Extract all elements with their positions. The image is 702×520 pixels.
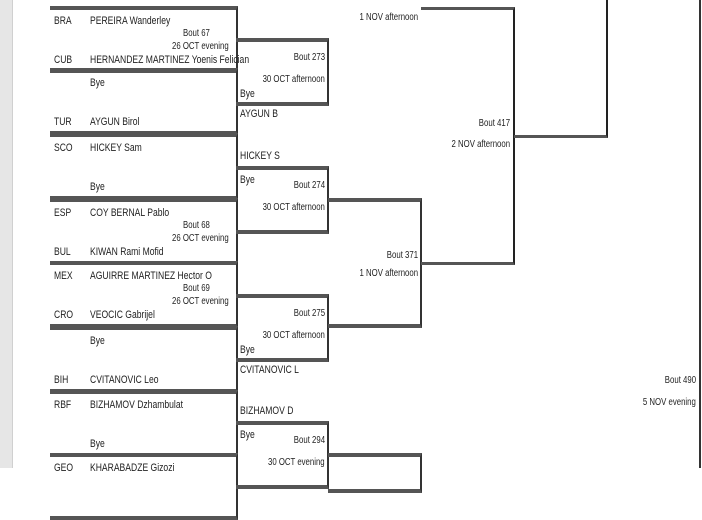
competitor-name: Bye (90, 335, 105, 347)
round3-match (328, 198, 422, 328)
competitor-name: Bye (90, 438, 105, 450)
bout-number: Bout 274 (293, 180, 325, 191)
competitor-nation: CRO (54, 309, 74, 321)
bout-number: Bout 69 (183, 283, 210, 294)
bout-number: Bout 67 (183, 28, 210, 39)
bout-time: 30 OCT afternoon (262, 202, 325, 213)
competitor-nation: RBF (54, 399, 72, 411)
competitor-nation: ESP (54, 207, 72, 219)
bye-label: Bye (240, 344, 255, 356)
bout-time: 26 OCT evening (172, 233, 229, 244)
competitor-name: PEREIRA Wanderley (90, 15, 171, 27)
bout-number: Bout 294 (293, 435, 325, 446)
bout-time: 30 OCT evening (268, 457, 325, 468)
competitor-nation: CUB (54, 54, 73, 66)
bout-number: Bout 68 (183, 220, 210, 231)
competitor-name: Bye (90, 77, 105, 89)
competitor-name: HERNANDEZ MARTINEZ Yoenis Felician (90, 54, 250, 66)
round4-match (421, 7, 515, 265)
competitor-nation: BUL (54, 246, 71, 258)
competitor-nation: BIH (54, 374, 69, 386)
competitor-nation: BRA (54, 15, 72, 27)
semifinal-connector (514, 0, 608, 138)
bout-time: 2 NOV afternoon (451, 139, 510, 150)
bye-label: Bye (240, 88, 255, 100)
bout-time: 5 NOV evening (643, 397, 696, 408)
round3-match (328, 453, 422, 493)
advancing-competitor: AYGUN B (240, 108, 278, 120)
bout-time: 30 OCT afternoon (262, 74, 325, 85)
competitor-name: AYGUN Birol (90, 116, 140, 128)
bout-number: Bout 417 (478, 118, 510, 129)
bout-number: Bout 371 (386, 250, 418, 261)
competitor-name: BIZHAMOV Dzhambulat (90, 399, 183, 411)
round1-match (50, 68, 238, 135)
bout-number: Bout 275 (293, 308, 325, 319)
competitor-name: CVITANOVIC Leo (90, 374, 159, 386)
round2-match (236, 38, 329, 106)
final-connector (699, 0, 701, 468)
advancing-competitor: CVITANOVIC L (240, 364, 299, 376)
bout-time: 1 NOV afternoon (359, 268, 418, 279)
bout-number: Bout 273 (293, 52, 325, 63)
competitor-nation: GEO (54, 462, 74, 474)
bout-time: 26 OCT evening (172, 296, 229, 307)
competitor-name: KHARABADZE Gizozi (90, 462, 175, 474)
competitor-name: HICKEY Sam (90, 142, 142, 154)
bye-label: Bye (240, 429, 255, 441)
bout-number: Bout 490 (664, 375, 696, 386)
advancing-competitor: BIZHAMOV D (240, 405, 294, 417)
bout-time: 1 NOV afternoon (359, 12, 418, 23)
advancing-competitor: HICKEY S (240, 150, 280, 162)
bout-time: 30 OCT afternoon (262, 330, 325, 341)
competitor-nation: TUR (54, 116, 72, 128)
competitor-name: Bye (90, 181, 105, 193)
competitor-nation: SCO (54, 142, 73, 154)
competitor-nation: MEX (54, 270, 73, 282)
bout-time: 26 OCT evening (172, 41, 229, 52)
round2-match (236, 294, 329, 362)
competitor-name: VEOCIC Gabrijel (90, 309, 155, 321)
competitor-name: AGUIRRE MARTINEZ Hector O (90, 270, 212, 282)
competitor-name: KIWAN Rami Mofid (90, 246, 164, 258)
competitor-name: COY BERNAL Pablo (90, 207, 170, 219)
round1-match (50, 133, 238, 200)
page-margin (0, 0, 13, 468)
bye-label: Bye (240, 174, 255, 186)
